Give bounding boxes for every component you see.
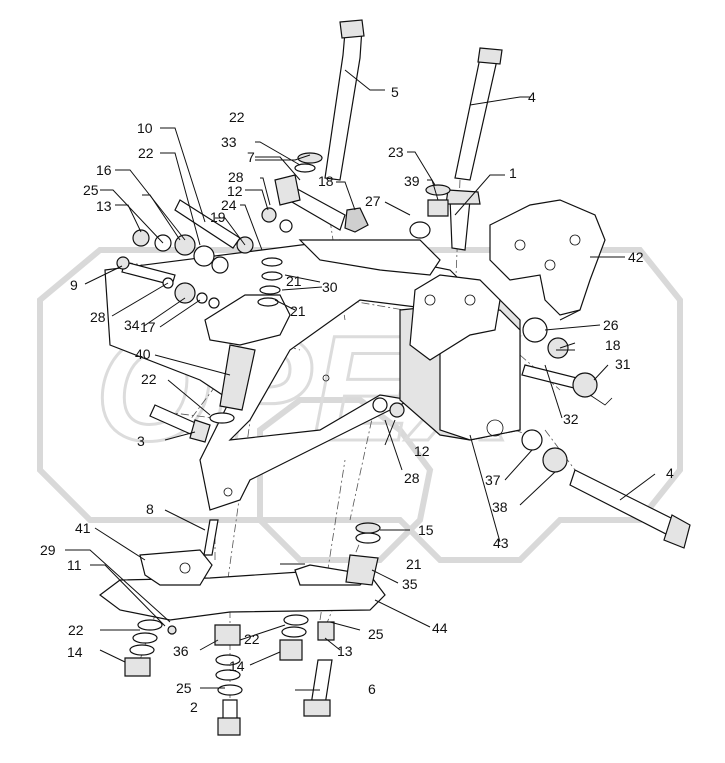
callout-40: 40 bbox=[135, 346, 151, 362]
callout-14-b: 14 bbox=[229, 658, 245, 674]
callout-22-e: 22 bbox=[244, 631, 260, 647]
callout-33: 33 bbox=[221, 134, 237, 150]
callout-25-c: 25 bbox=[176, 680, 192, 696]
callout-13-b: 13 bbox=[337, 643, 353, 659]
callout-15: 15 bbox=[418, 522, 434, 538]
callout-25-a: 25 bbox=[83, 182, 99, 198]
callout-3: 3 bbox=[137, 433, 145, 449]
callout-labels: 1 2 3 4 4 5 6 7 8 9 10 11 12 12 12 13 13… bbox=[40, 84, 674, 715]
fasteners bbox=[124, 152, 569, 696]
callout-39: 39 bbox=[404, 173, 420, 189]
callout-4-top: 4 bbox=[528, 89, 536, 105]
callout-43: 43 bbox=[493, 535, 509, 551]
callout-26: 26 bbox=[603, 317, 619, 333]
callout-21-a: 21 bbox=[286, 273, 302, 289]
callout-16: 16 bbox=[96, 162, 112, 178]
callout-2: 2 bbox=[190, 699, 198, 715]
callout-22-b: 22 bbox=[229, 109, 245, 125]
callout-4-bottom: 4 bbox=[666, 465, 674, 481]
callout-12-b: 12 bbox=[414, 443, 430, 459]
callout-14-a: 14 bbox=[67, 644, 83, 660]
callout-18-b: 18 bbox=[605, 337, 621, 353]
main-frame bbox=[99, 199, 606, 621]
callout-28-a: 28 bbox=[228, 169, 244, 185]
leader-lines bbox=[65, 69, 656, 691]
callout-28-c: 28 bbox=[404, 470, 420, 486]
callout-9: 9 bbox=[70, 277, 78, 293]
callout-29: 29 bbox=[40, 542, 56, 558]
callout-21-b: 21 bbox=[290, 303, 306, 319]
callout-21-c: 21 bbox=[406, 556, 422, 572]
callout-6: 6 bbox=[368, 681, 376, 697]
callout-35: 35 bbox=[402, 576, 418, 592]
callout-8: 8 bbox=[146, 501, 154, 517]
callout-32: 32 bbox=[563, 411, 579, 427]
callout-38: 38 bbox=[492, 499, 508, 515]
callout-36: 36 bbox=[173, 643, 189, 659]
callout-37: 37 bbox=[485, 472, 501, 488]
callout-22-a: 22 bbox=[138, 145, 154, 161]
callout-19: 19 bbox=[210, 209, 226, 225]
callout-23: 23 bbox=[388, 144, 404, 160]
callout-41: 41 bbox=[75, 520, 91, 536]
callout-13-a: 13 bbox=[96, 198, 112, 214]
callout-11: 11 bbox=[67, 557, 82, 573]
callout-18-a: 18 bbox=[318, 173, 334, 189]
callout-31: 31 bbox=[615, 356, 631, 372]
callout-44: 44 bbox=[432, 620, 448, 636]
bolts bbox=[116, 19, 691, 736]
callout-24: 24 bbox=[221, 197, 237, 213]
callout-27: 27 bbox=[365, 193, 381, 209]
callout-22-c: 22 bbox=[141, 371, 157, 387]
callout-42: 42 bbox=[628, 249, 644, 265]
callout-30: 30 bbox=[322, 279, 338, 295]
callout-34: 34 bbox=[124, 317, 140, 333]
callout-28-b: 28 bbox=[90, 309, 106, 325]
callout-17: 17 bbox=[140, 319, 156, 335]
callout-10: 10 bbox=[137, 120, 153, 136]
callout-25-b: 25 bbox=[368, 626, 384, 642]
callout-7: 7 bbox=[247, 149, 255, 165]
callout-12-a: 12 bbox=[227, 183, 243, 199]
callout-1: 1 bbox=[509, 165, 517, 181]
callout-22-d: 22 bbox=[68, 622, 84, 638]
callout-5: 5 bbox=[391, 84, 399, 100]
